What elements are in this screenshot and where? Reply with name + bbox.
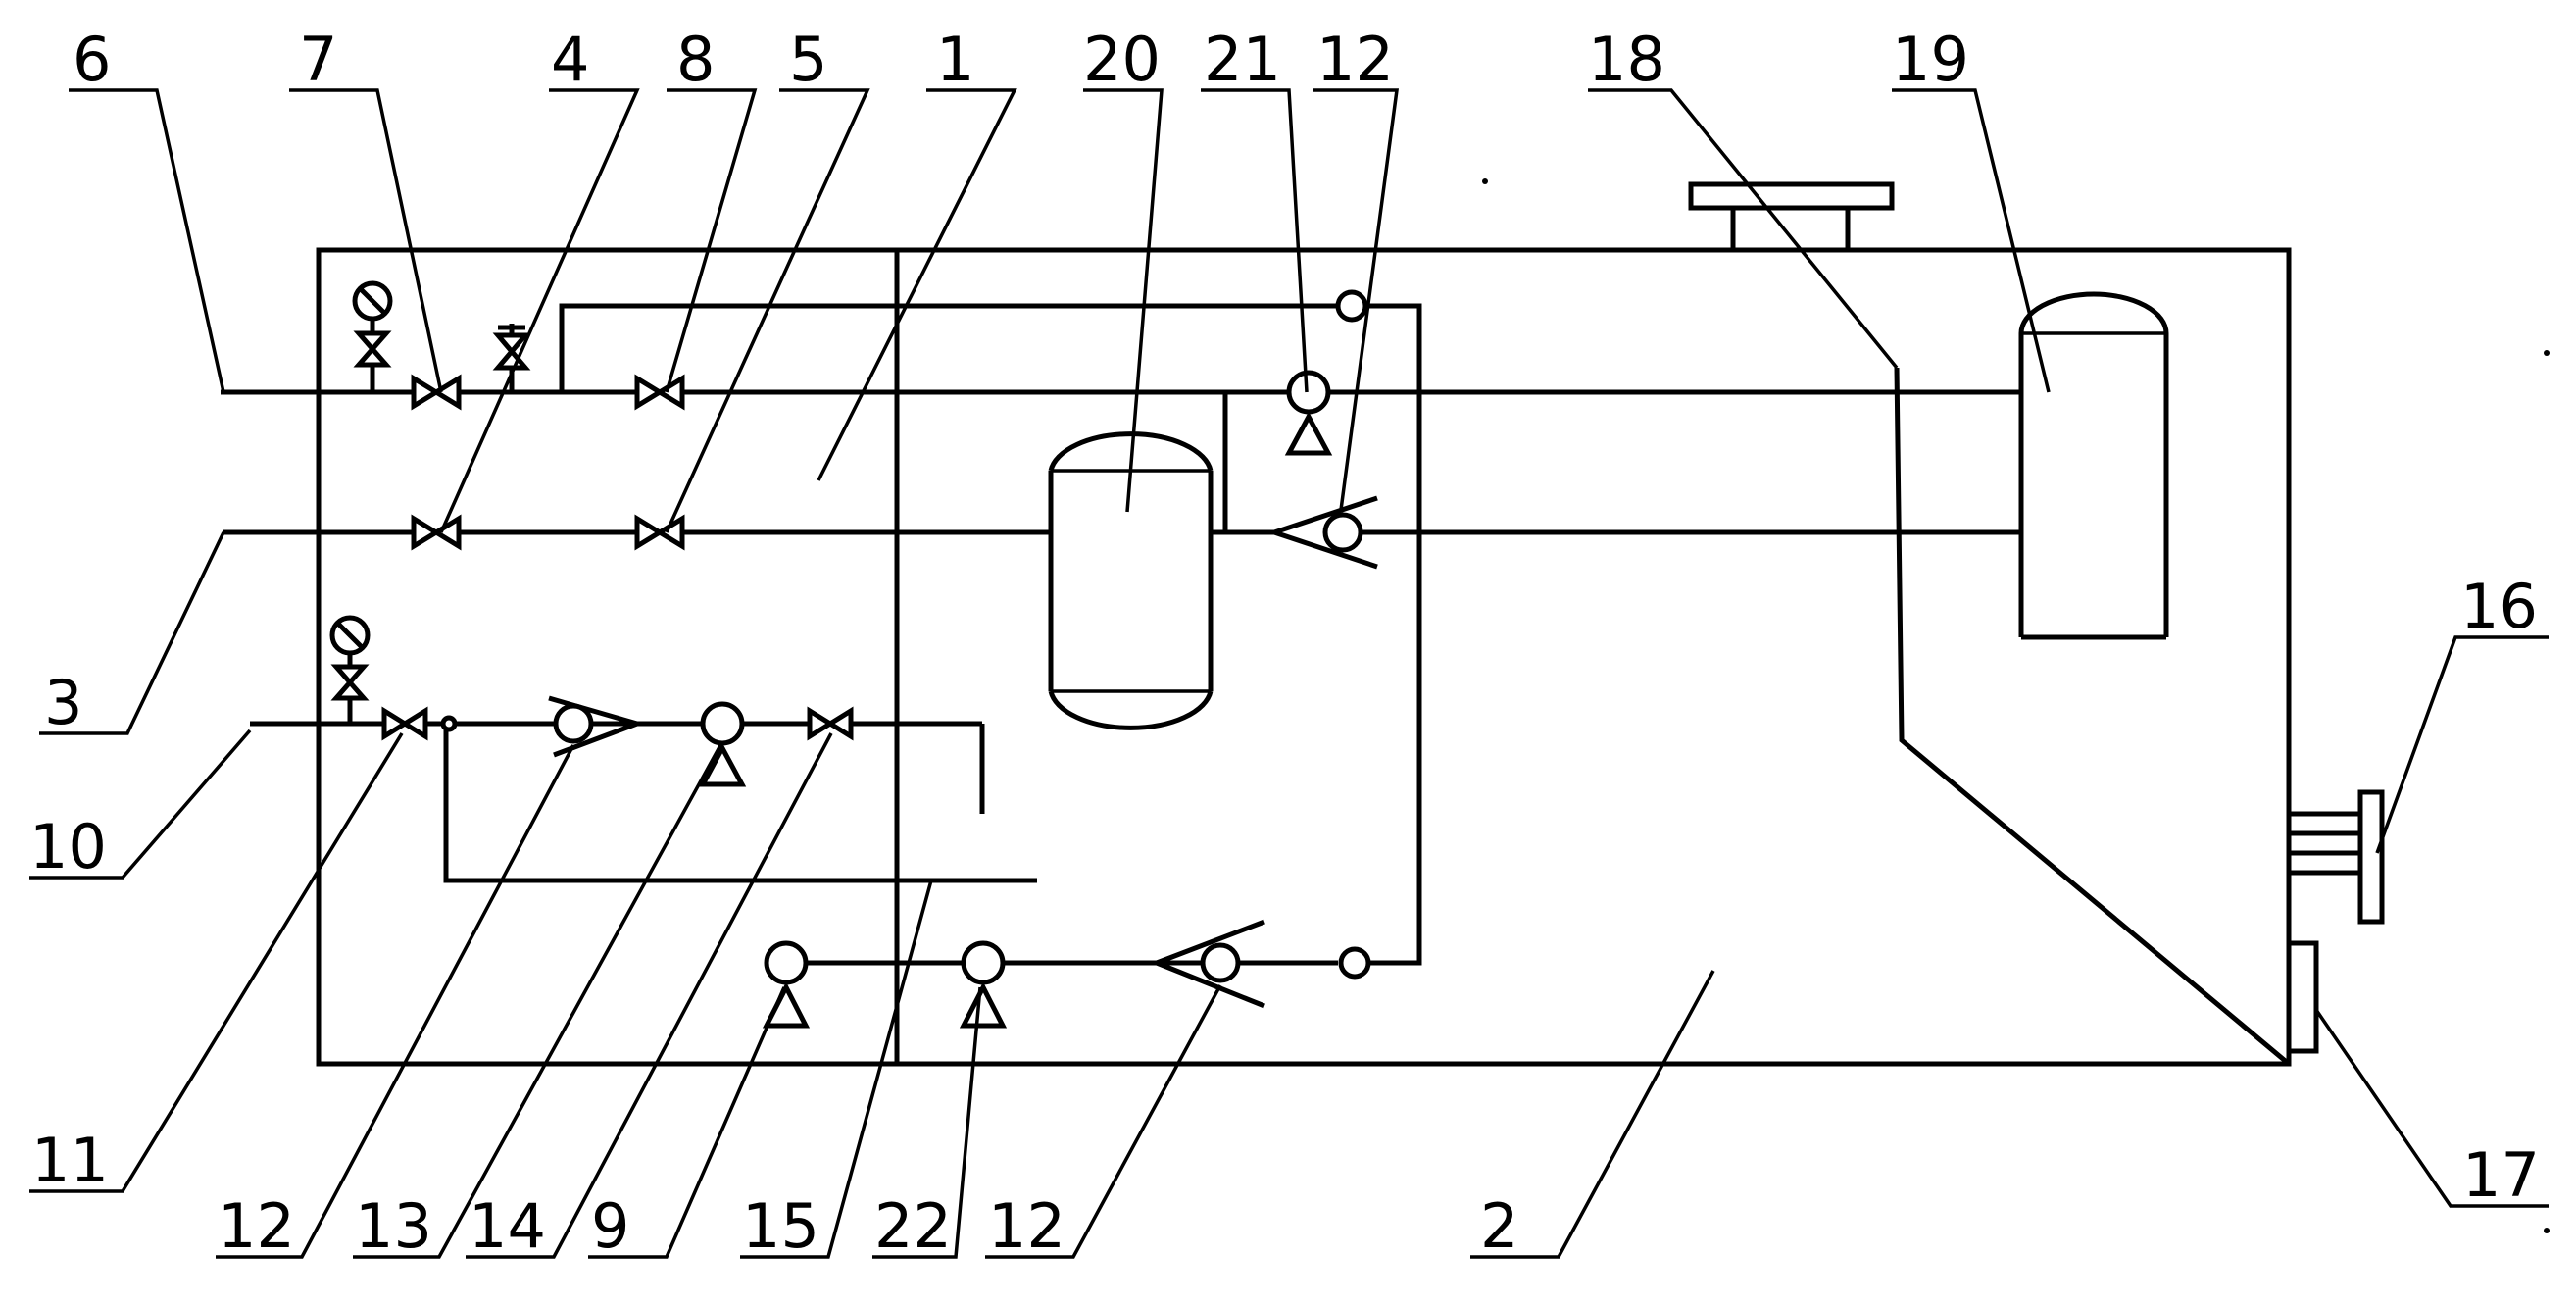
label-22: 22 — [874, 1190, 952, 1262]
pressure-gauge-top — [352, 280, 393, 392]
vent-valve — [492, 324, 531, 392]
valve-8 — [634, 374, 685, 411]
pressure-gauge-bottom — [329, 615, 371, 724]
tank-19 — [2018, 291, 2169, 640]
label-7: 7 — [299, 24, 337, 95]
node-11 — [440, 715, 458, 732]
bypass-pipe-top — [559, 303, 1336, 392]
label-3: 3 — [44, 667, 82, 738]
label-2: 2 — [1480, 1190, 1518, 1262]
label-20: 20 — [1083, 24, 1161, 95]
tank-wall — [1894, 367, 2291, 1066]
node-top — [1335, 289, 1368, 323]
label-12-middle: 12 — [218, 1190, 295, 1262]
box-17 — [2286, 940, 2319, 1054]
valve-5 — [634, 514, 685, 551]
label-10: 10 — [29, 811, 107, 882]
valve-14 — [807, 706, 854, 741]
ejector-12-bottom — [1156, 919, 1265, 1009]
stray-dot — [2544, 1228, 2550, 1233]
valve-7 — [411, 374, 462, 411]
valve-4 — [411, 514, 462, 551]
label-15: 15 — [742, 1190, 819, 1262]
node-bottom — [1338, 946, 1371, 980]
label-6: 6 — [73, 24, 111, 95]
label-17: 17 — [2462, 1139, 2540, 1211]
label-4: 4 — [551, 24, 589, 95]
pump-21 — [1284, 370, 1333, 456]
pump-13 — [698, 701, 747, 787]
label-5: 5 — [789, 24, 827, 95]
label-12-bottom: 12 — [988, 1190, 1065, 1262]
stray-dot — [2544, 350, 2550, 356]
label-9: 9 — [591, 1190, 629, 1262]
label-1: 1 — [936, 24, 974, 95]
bypass-pipe-bottom — [443, 724, 1037, 883]
label-12-top: 12 — [1316, 24, 1394, 95]
label-11: 11 — [31, 1125, 109, 1196]
pump-22 — [959, 940, 1008, 1029]
leader-lines — [29, 88, 2549, 1259]
labels: 6 7 4 8 5 1 20 21 12 18 19 3 10 16 11 12… — [29, 24, 2540, 1262]
roof-fixture — [1688, 181, 1895, 250]
label-8: 8 — [676, 24, 715, 95]
label-13: 13 — [355, 1190, 432, 1262]
label-16: 16 — [2460, 571, 2538, 642]
main-enclosure — [316, 247, 2292, 1067]
flange-16 — [2289, 789, 2385, 925]
ejector-12-top — [1273, 495, 1378, 570]
valve-11 — [381, 706, 428, 741]
label-18: 18 — [1588, 24, 1665, 95]
label-14: 14 — [469, 1190, 546, 1262]
ejector-12-middle — [548, 695, 638, 758]
label-21: 21 — [1204, 24, 1281, 95]
loop-pipe-right — [1367, 303, 1422, 966]
stray-dot — [1482, 178, 1488, 184]
label-19: 19 — [1892, 24, 1969, 95]
